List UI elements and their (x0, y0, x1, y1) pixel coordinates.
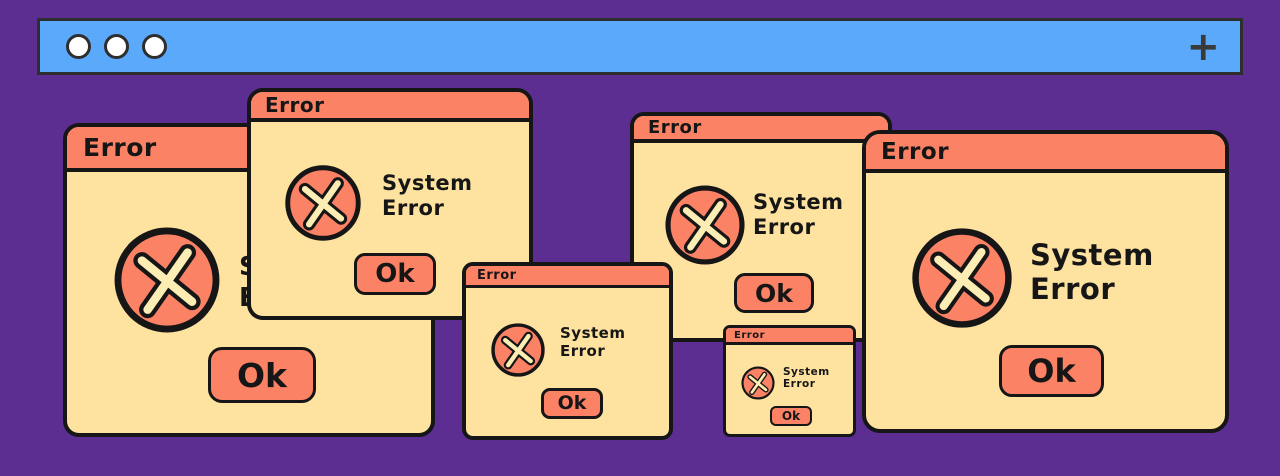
error-dialog-2: Error System Error Ok (247, 88, 533, 320)
window-titlebar[interactable]: Error (251, 92, 529, 122)
window-controls (66, 34, 167, 59)
error-x-icon (912, 228, 1012, 328)
window-title: Error (477, 268, 517, 283)
error-dialog-6: Error System Error Ok (862, 130, 1229, 433)
window-titlebar[interactable]: Error (634, 116, 888, 143)
ok-button[interactable]: Ok (734, 273, 814, 313)
error-x-icon (741, 366, 775, 400)
error-message: System Error (753, 190, 844, 239)
error-dialog-3: Error System Error Ok (462, 262, 673, 440)
traffic-light-icon[interactable] (66, 34, 91, 59)
window-titlebar[interactable]: Error (726, 328, 853, 345)
window-title: Error (881, 138, 950, 165)
new-tab-button[interactable]: + (1186, 27, 1220, 67)
window-title: Error (648, 117, 702, 138)
error-message: System Error (783, 366, 830, 391)
ok-button[interactable]: Ok (999, 345, 1104, 397)
error-message: System Error (382, 171, 473, 220)
traffic-light-icon[interactable] (104, 34, 129, 59)
window-title: Error (265, 93, 325, 117)
ok-button[interactable]: Ok (208, 347, 316, 403)
window-titlebar[interactable]: Error (466, 266, 669, 288)
window-titlebar[interactable]: Error (866, 134, 1225, 173)
error-x-icon (491, 323, 545, 377)
ok-button[interactable]: Ok (541, 388, 603, 419)
error-message: System Error (560, 324, 626, 360)
error-x-icon (114, 227, 220, 333)
error-dialog-5: Error System Error Ok (723, 325, 856, 437)
ok-button[interactable]: Ok (770, 406, 812, 426)
traffic-light-icon[interactable] (142, 34, 167, 59)
error-dialog-4: Error System Error Ok (630, 112, 892, 342)
window-title: Error (83, 133, 157, 162)
error-x-icon (665, 185, 745, 265)
error-x-icon (285, 165, 361, 241)
plus-icon: + (1186, 23, 1220, 70)
window-title: Error (734, 329, 765, 341)
ok-button[interactable]: Ok (354, 253, 436, 295)
error-message: System Error (1030, 238, 1154, 307)
browser-bar: + (37, 18, 1243, 75)
